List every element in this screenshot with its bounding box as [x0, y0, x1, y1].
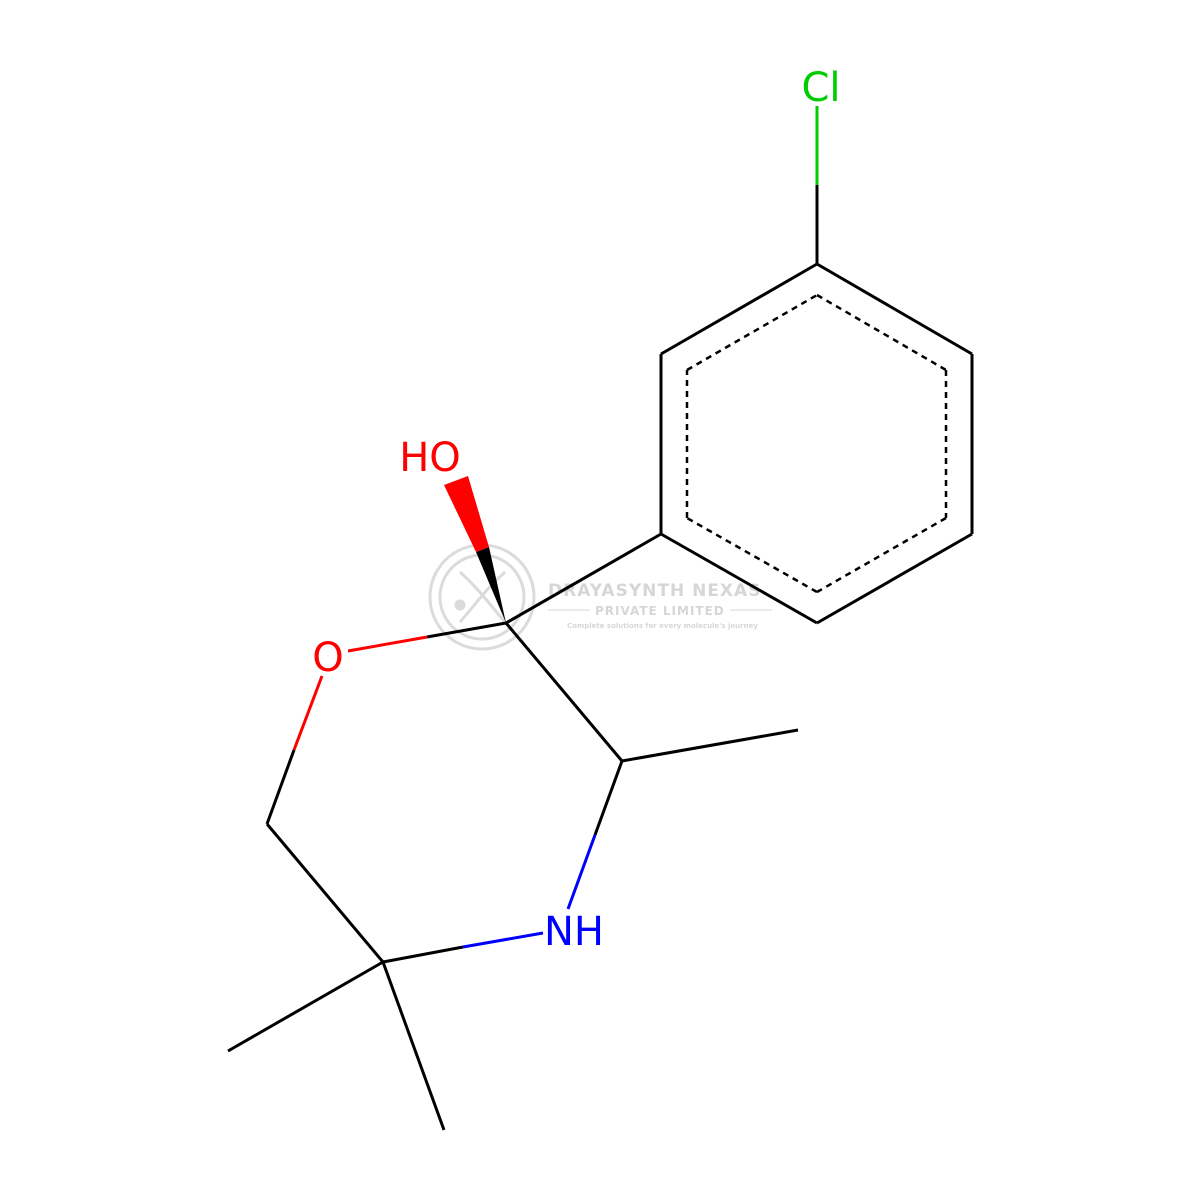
bond-o-ch2-black — [265, 749, 296, 825]
wedge-bond-c2-oh — [444, 476, 506, 623]
bond-c2-o-black — [426, 621, 507, 639]
bond-ring-4 — [660, 532, 818, 625]
watermark-company: DRAYASYNTH NEXAS — [548, 581, 761, 601]
bond-c3-c2 — [504, 622, 624, 762]
atom-ring-oxygen: O — [312, 635, 343, 681]
bond-c5-methyl-b — [381, 961, 446, 1131]
bond-n-c3-black — [593, 760, 624, 836]
watermark-tagline: Complete solutions for every molecule's … — [567, 622, 758, 630]
bond-n-c3-blue — [566, 834, 597, 910]
bond-c5-n-blue — [462, 931, 544, 949]
atom-hydroxyl: HO — [399, 435, 461, 481]
bond-ch2-c5 — [265, 823, 385, 963]
bond-ring-3 — [816, 532, 973, 625]
atom-chlorine: Cl — [801, 65, 840, 111]
watermark: DRAYASYNTH NEXAS PRIVATE LIMITED Complet… — [428, 543, 772, 651]
bond-c5-methyl-a — [227, 960, 384, 1053]
bond-c5-n-black — [382, 945, 464, 964]
bond-ring-6 — [660, 262, 818, 356]
bond-c3-methyl — [621, 728, 799, 763]
aromatic-dashed-ring — [685, 293, 948, 594]
atom-amine: NH — [544, 909, 604, 955]
watermark-subtitle: PRIVATE LIMITED — [595, 604, 725, 618]
bond-aryl-c2 — [505, 532, 662, 625]
bond-ring-1 — [816, 262, 973, 356]
bonds — [227, 106, 974, 1131]
atom-labels: Cl HO O NH — [312, 65, 840, 955]
bond-c2-o-red — [347, 635, 428, 653]
bond-o-ch2-red — [292, 675, 324, 751]
